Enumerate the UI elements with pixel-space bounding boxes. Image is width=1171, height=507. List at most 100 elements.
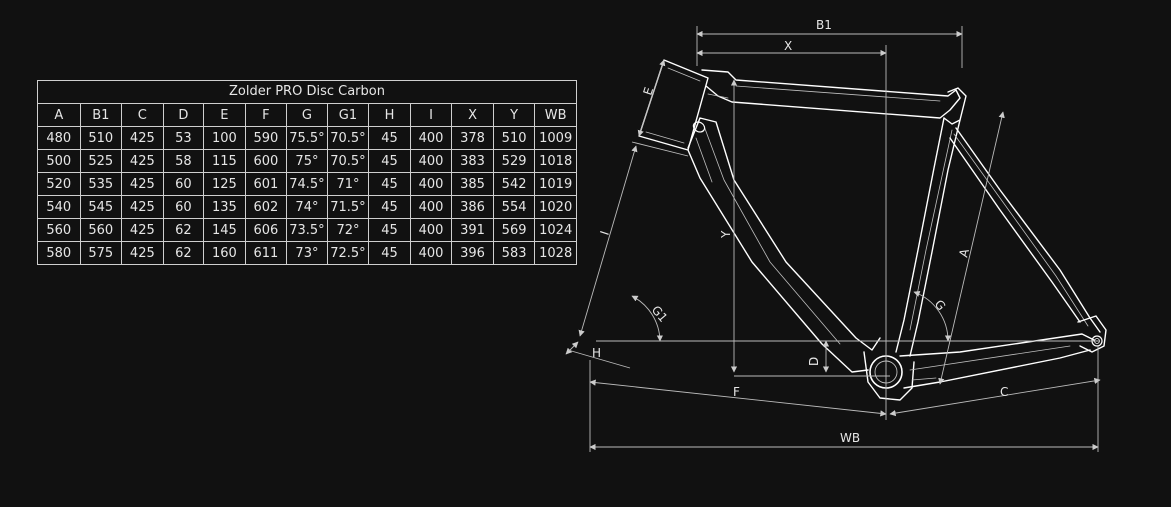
table-cell: 391 [451, 218, 494, 242]
table-cell: 425 [121, 172, 164, 196]
table-cell: 525 [79, 149, 123, 173]
seat-tube [895, 117, 945, 353]
dim-i-line [578, 145, 638, 337]
label-x: X [784, 39, 792, 53]
column-header: B1 [79, 103, 123, 127]
dim-g1-arc [631, 295, 664, 342]
table-cell: 1009 [534, 126, 577, 150]
table-cell: 569 [492, 218, 536, 242]
seat-tube-rear [909, 119, 961, 357]
label-b1: B1 [816, 18, 832, 32]
table-cell: 135 [203, 195, 246, 219]
table-cell: 58 [162, 149, 205, 173]
chain-stay-inner [909, 345, 1071, 381]
table-cell: 73.5° [286, 218, 328, 242]
dim-h-ext [567, 349, 631, 369]
table-cell: 383 [451, 149, 494, 173]
seat-stay [949, 127, 1101, 333]
table-cell: 70.5° [326, 126, 370, 150]
table-cell: 425 [121, 195, 164, 219]
table-cell: 575 [79, 241, 123, 265]
table-cell: 560 [79, 218, 123, 242]
table-cell: 540 [37, 195, 81, 219]
table-cell: 45 [368, 149, 411, 173]
table-cell: 400 [409, 218, 453, 242]
table-cell: 71° [326, 172, 370, 196]
label-y: Y [719, 230, 733, 239]
table-cell: 72° [326, 218, 370, 242]
table-cell: 1020 [534, 195, 577, 219]
table-cell: 520 [37, 172, 81, 196]
label-g: G [932, 297, 949, 313]
table-cell: 601 [244, 172, 288, 196]
column-header: E [203, 103, 246, 127]
label-wb: WB [840, 431, 860, 445]
rear-dropout [1077, 315, 1107, 353]
cable-port [692, 121, 706, 133]
table-cell: 529 [492, 149, 536, 173]
table-cell: 62 [162, 218, 205, 242]
column-header: A [37, 103, 81, 127]
dim-i-ext-top [631, 141, 689, 157]
down-tube-lower [687, 149, 869, 373]
column-header: C [121, 103, 164, 127]
label-i: I [598, 229, 612, 237]
table-cell: 400 [409, 149, 453, 173]
table-cell: 425 [121, 218, 164, 242]
label-e: E [641, 85, 657, 97]
top-tube [701, 69, 961, 119]
dim-h-line [565, 341, 579, 355]
table-cell: 400 [409, 126, 453, 150]
table-cell: 160 [203, 241, 246, 265]
table-cell: 560 [37, 218, 81, 242]
column-header: X [451, 103, 494, 127]
dim-a-line [938, 111, 1005, 385]
bike-frame [638, 59, 1107, 401]
dimension-lines: B1 X E I H G1 Y D F C WB A G [565, 18, 1101, 452]
table-cell: 400 [409, 172, 453, 196]
table-cell: 1028 [534, 241, 577, 265]
label-h: H [592, 346, 601, 360]
seat-stay-inner [953, 133, 1089, 327]
table-cell: 62 [162, 241, 205, 265]
table-cell: 45 [368, 241, 411, 265]
table-cell: 70.5° [326, 149, 370, 173]
column-header: WB [534, 103, 577, 127]
down-tube-inner [695, 125, 841, 345]
table-cell: 74° [286, 195, 328, 219]
column-header: D [162, 103, 205, 127]
table-cell: 545 [79, 195, 123, 219]
table-cell: 510 [79, 126, 123, 150]
column-header: H [368, 103, 411, 127]
table-cell: 378 [451, 126, 494, 150]
label-d: D [807, 357, 821, 366]
table-cell: 583 [492, 241, 536, 265]
down-tube [687, 117, 881, 351]
column-header: G1 [326, 103, 370, 127]
table-cell: 400 [409, 241, 453, 265]
table-cell: 602 [244, 195, 288, 219]
table-title: Zolder PRO Disc Carbon [37, 80, 577, 103]
table-cell: 60 [162, 195, 205, 219]
table-cell: 535 [79, 172, 123, 196]
table-cell: 53 [162, 126, 205, 150]
head-tube-inner [645, 67, 701, 144]
chain-stay [899, 333, 1095, 389]
top-tube-inner [707, 85, 941, 102]
table-cell: 115 [203, 149, 246, 173]
table-cell: 611 [244, 241, 288, 265]
table-cell: 1018 [534, 149, 577, 173]
dim-g-arc [913, 291, 952, 342]
label-c: C [1000, 385, 1008, 399]
seat-cluster [943, 87, 967, 125]
column-header: F [244, 103, 288, 127]
table-cell: 425 [121, 241, 164, 265]
